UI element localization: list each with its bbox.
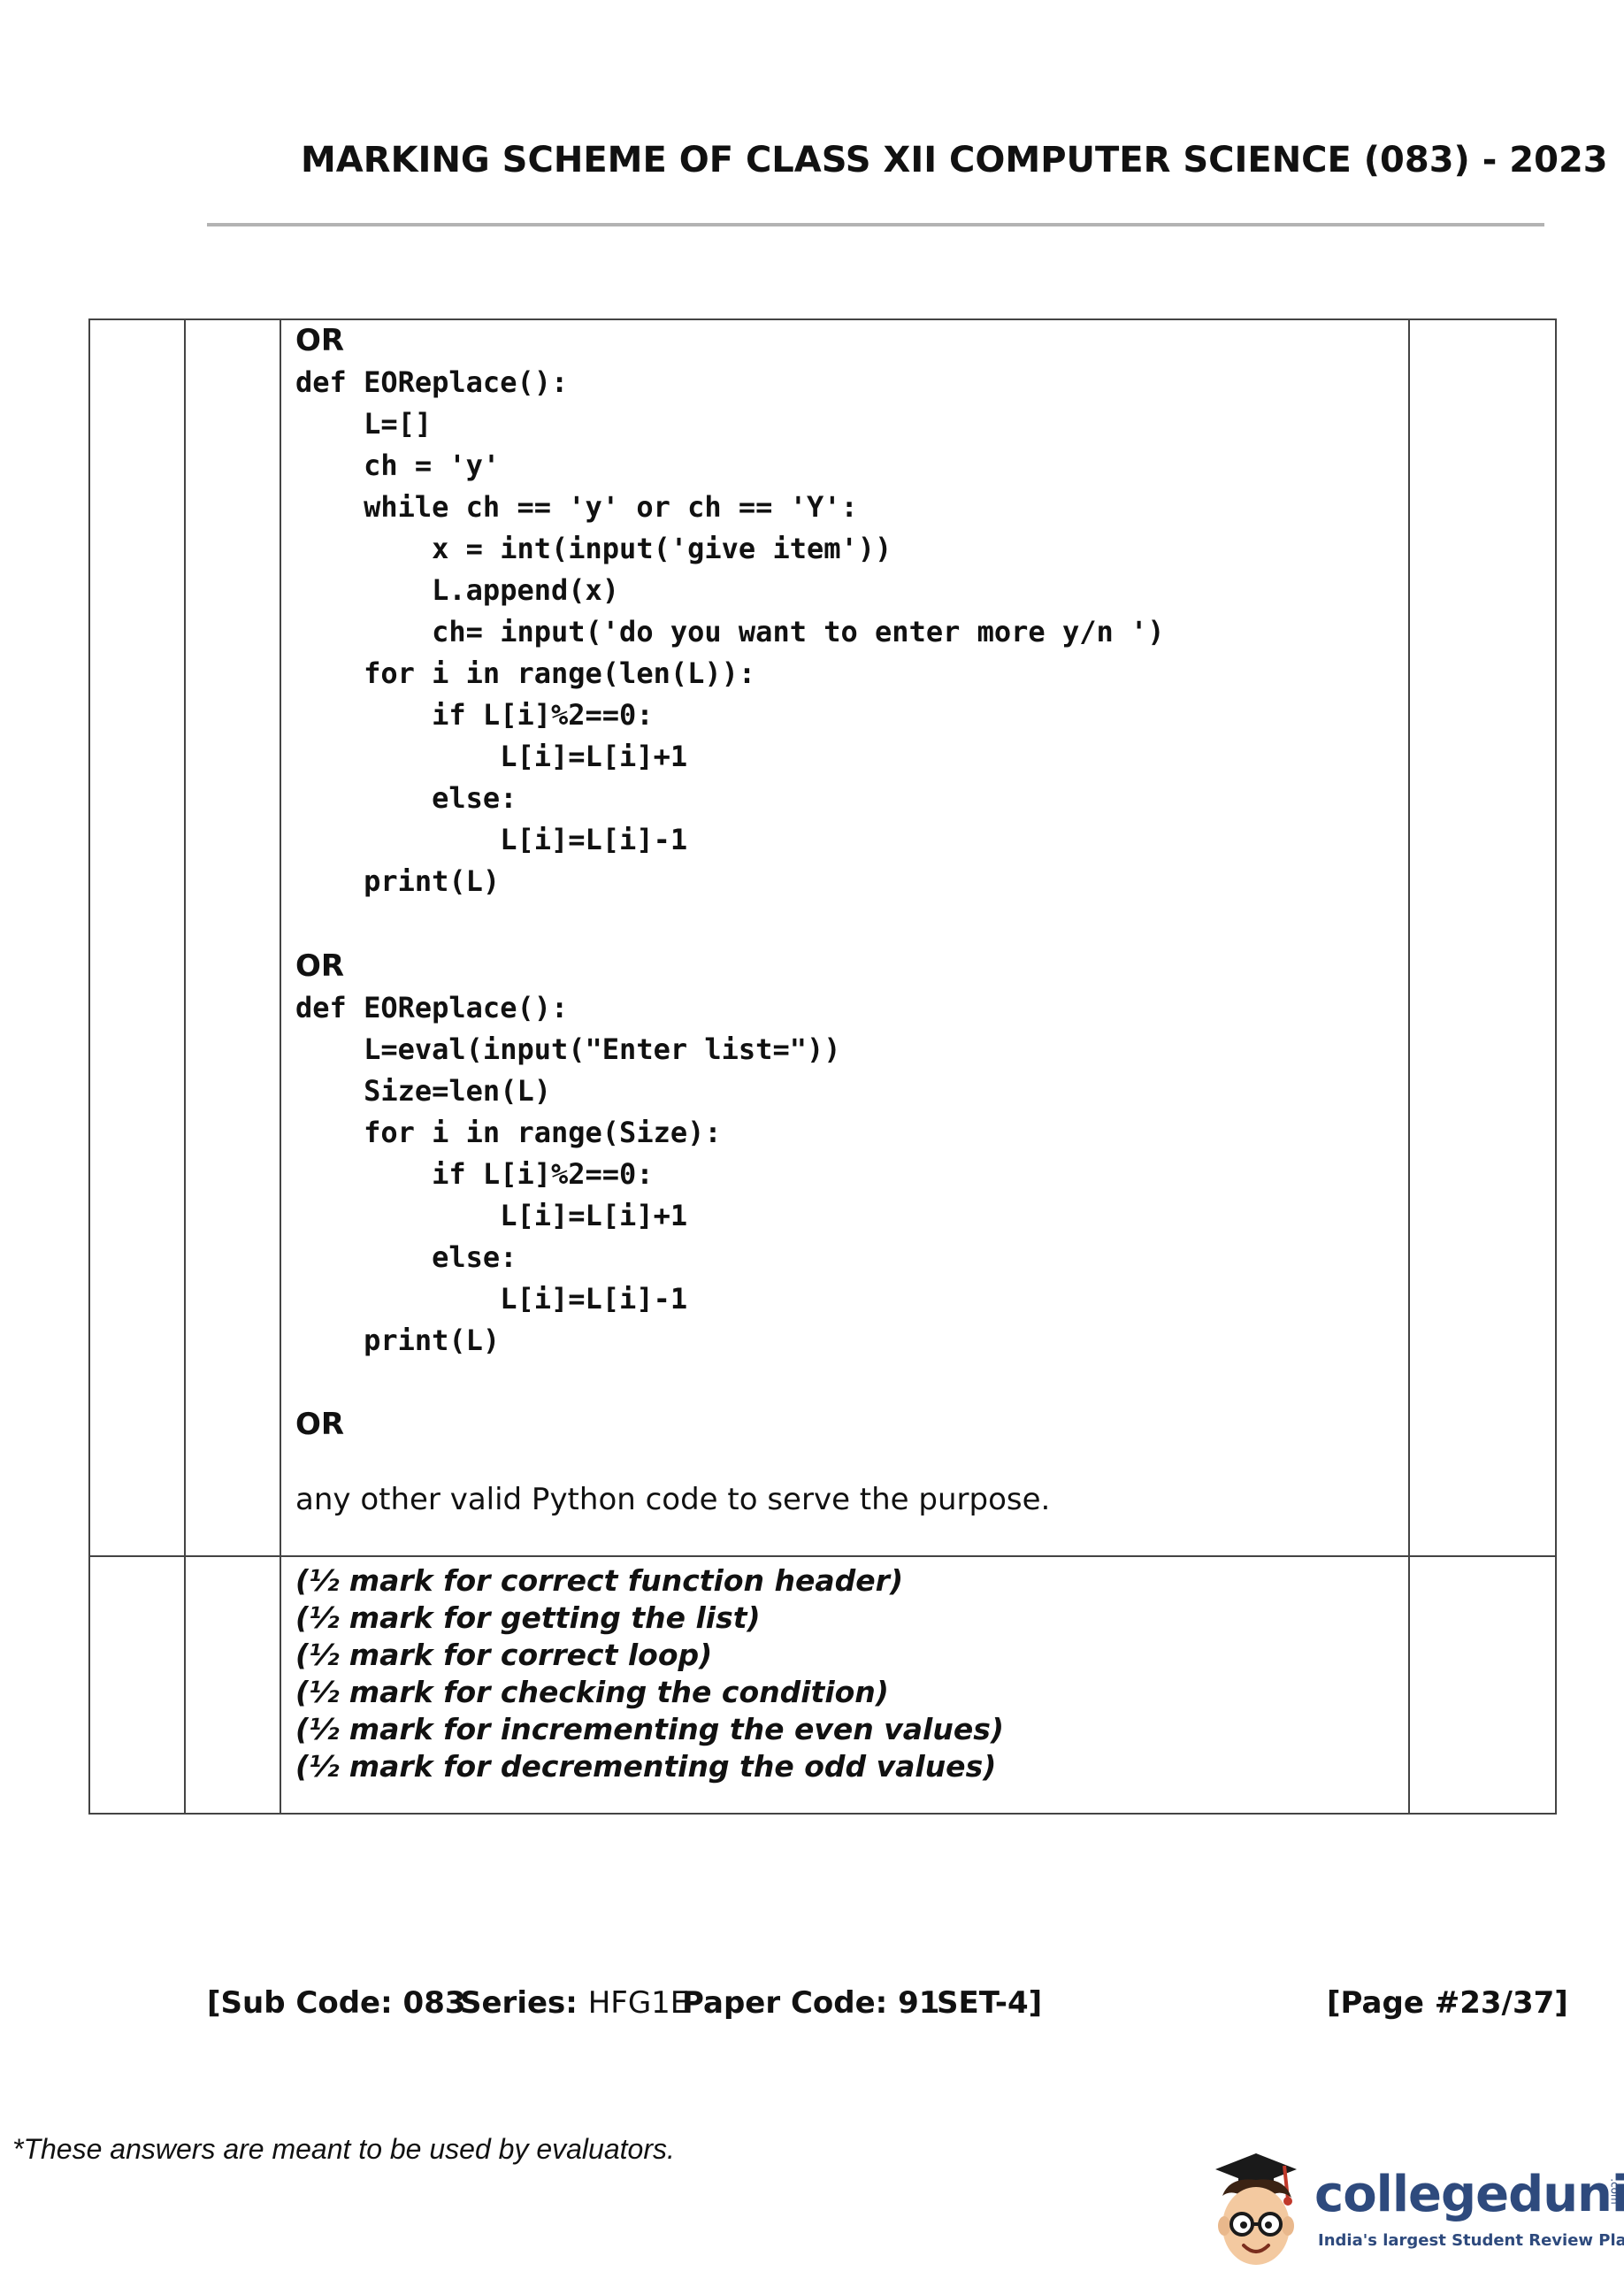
- logo-tagline: India's largest Student Review Platform: [1318, 2231, 1624, 2250]
- column-divider: [1408, 320, 1410, 1813]
- code-line: def EOReplace():: [295, 991, 569, 1024]
- code-line: L=[]: [295, 407, 433, 441]
- code-line: if L[i]%2==0:: [295, 1157, 654, 1191]
- footer-page-number: [Page #23/37]: [1327, 1985, 1568, 2021]
- title-divider: [207, 223, 1544, 226]
- page-title: MARKING SCHEME OF CLASS XII COMPUTER SCI…: [301, 140, 1608, 180]
- code-line: L[i]=L[i]-1: [295, 1282, 688, 1316]
- logo-dotcom: .com: [1608, 2178, 1621, 2205]
- evaluator-note: *These answers are meant to be used by e…: [12, 2133, 675, 2165]
- code-line: L=eval(input("Enter list=")): [295, 1032, 841, 1066]
- code-line: Size=len(L): [295, 1074, 551, 1108]
- column-divider: [280, 320, 281, 1813]
- alternative-note: any other valid Python code to serve the…: [295, 1482, 1051, 1517]
- code-line: L.append(x): [295, 573, 620, 607]
- code-line: while ch == 'y' or ch == 'Y':: [295, 490, 858, 524]
- footer-paper-code: Paper Code: 91: [682, 1985, 940, 2021]
- or-label: OR: [295, 323, 345, 358]
- code-line: for i in range(Size):: [295, 1116, 722, 1149]
- code-line: def EOReplace():: [295, 365, 569, 399]
- code-line: L[i]=L[i]-1: [295, 823, 688, 856]
- mark-criterion: (½ mark for correct loop): [295, 1638, 713, 1672]
- mark-criterion: (½ mark for getting the list): [295, 1600, 761, 1635]
- marking-table: OR def EOReplace(): L=[] ch = 'y' while …: [88, 318, 1557, 1815]
- footer-set: SET-4]: [937, 1985, 1043, 2021]
- footer-series: Series: HFG1E: [460, 1985, 690, 2021]
- code-line: ch= input('do you want to enter more y/n…: [295, 615, 1165, 648]
- code-line: L[i]=L[i]+1: [295, 740, 688, 773]
- code-line: x = int(input('give item')): [295, 532, 892, 565]
- column-divider: [184, 320, 186, 1813]
- footer-sub-code: [Sub Code: 083: [207, 1985, 466, 2021]
- code-line: if L[i]%2==0:: [295, 698, 654, 732]
- or-label: OR: [295, 1407, 345, 1442]
- code-line: else:: [295, 781, 517, 815]
- code-line: print(L): [295, 864, 501, 898]
- mark-criterion: (½ mark for incrementing the even values…: [295, 1712, 1004, 1746]
- code-line: print(L): [295, 1324, 501, 1357]
- or-label: OR: [295, 948, 345, 984]
- mark-criterion: (½ mark for checking the condition): [295, 1675, 889, 1709]
- student-mascot-icon: [1215, 2153, 1297, 2265]
- collegedunia-logo: collegedunia .com India's largest Studen…: [1203, 2150, 1624, 2274]
- code-line: ch = 'y': [295, 449, 501, 482]
- logo-wordmark: collegedunia: [1314, 2166, 1624, 2223]
- code-line: else:: [295, 1240, 517, 1274]
- mark-criterion: (½ mark for decrementing the odd values): [295, 1749, 997, 1784]
- code-line: L[i]=L[i]+1: [295, 1199, 688, 1232]
- mark-criterion: (½ mark for correct function header): [295, 1563, 904, 1598]
- row-divider: [90, 1555, 1555, 1557]
- code-line: for i in range(len(L)):: [295, 656, 756, 690]
